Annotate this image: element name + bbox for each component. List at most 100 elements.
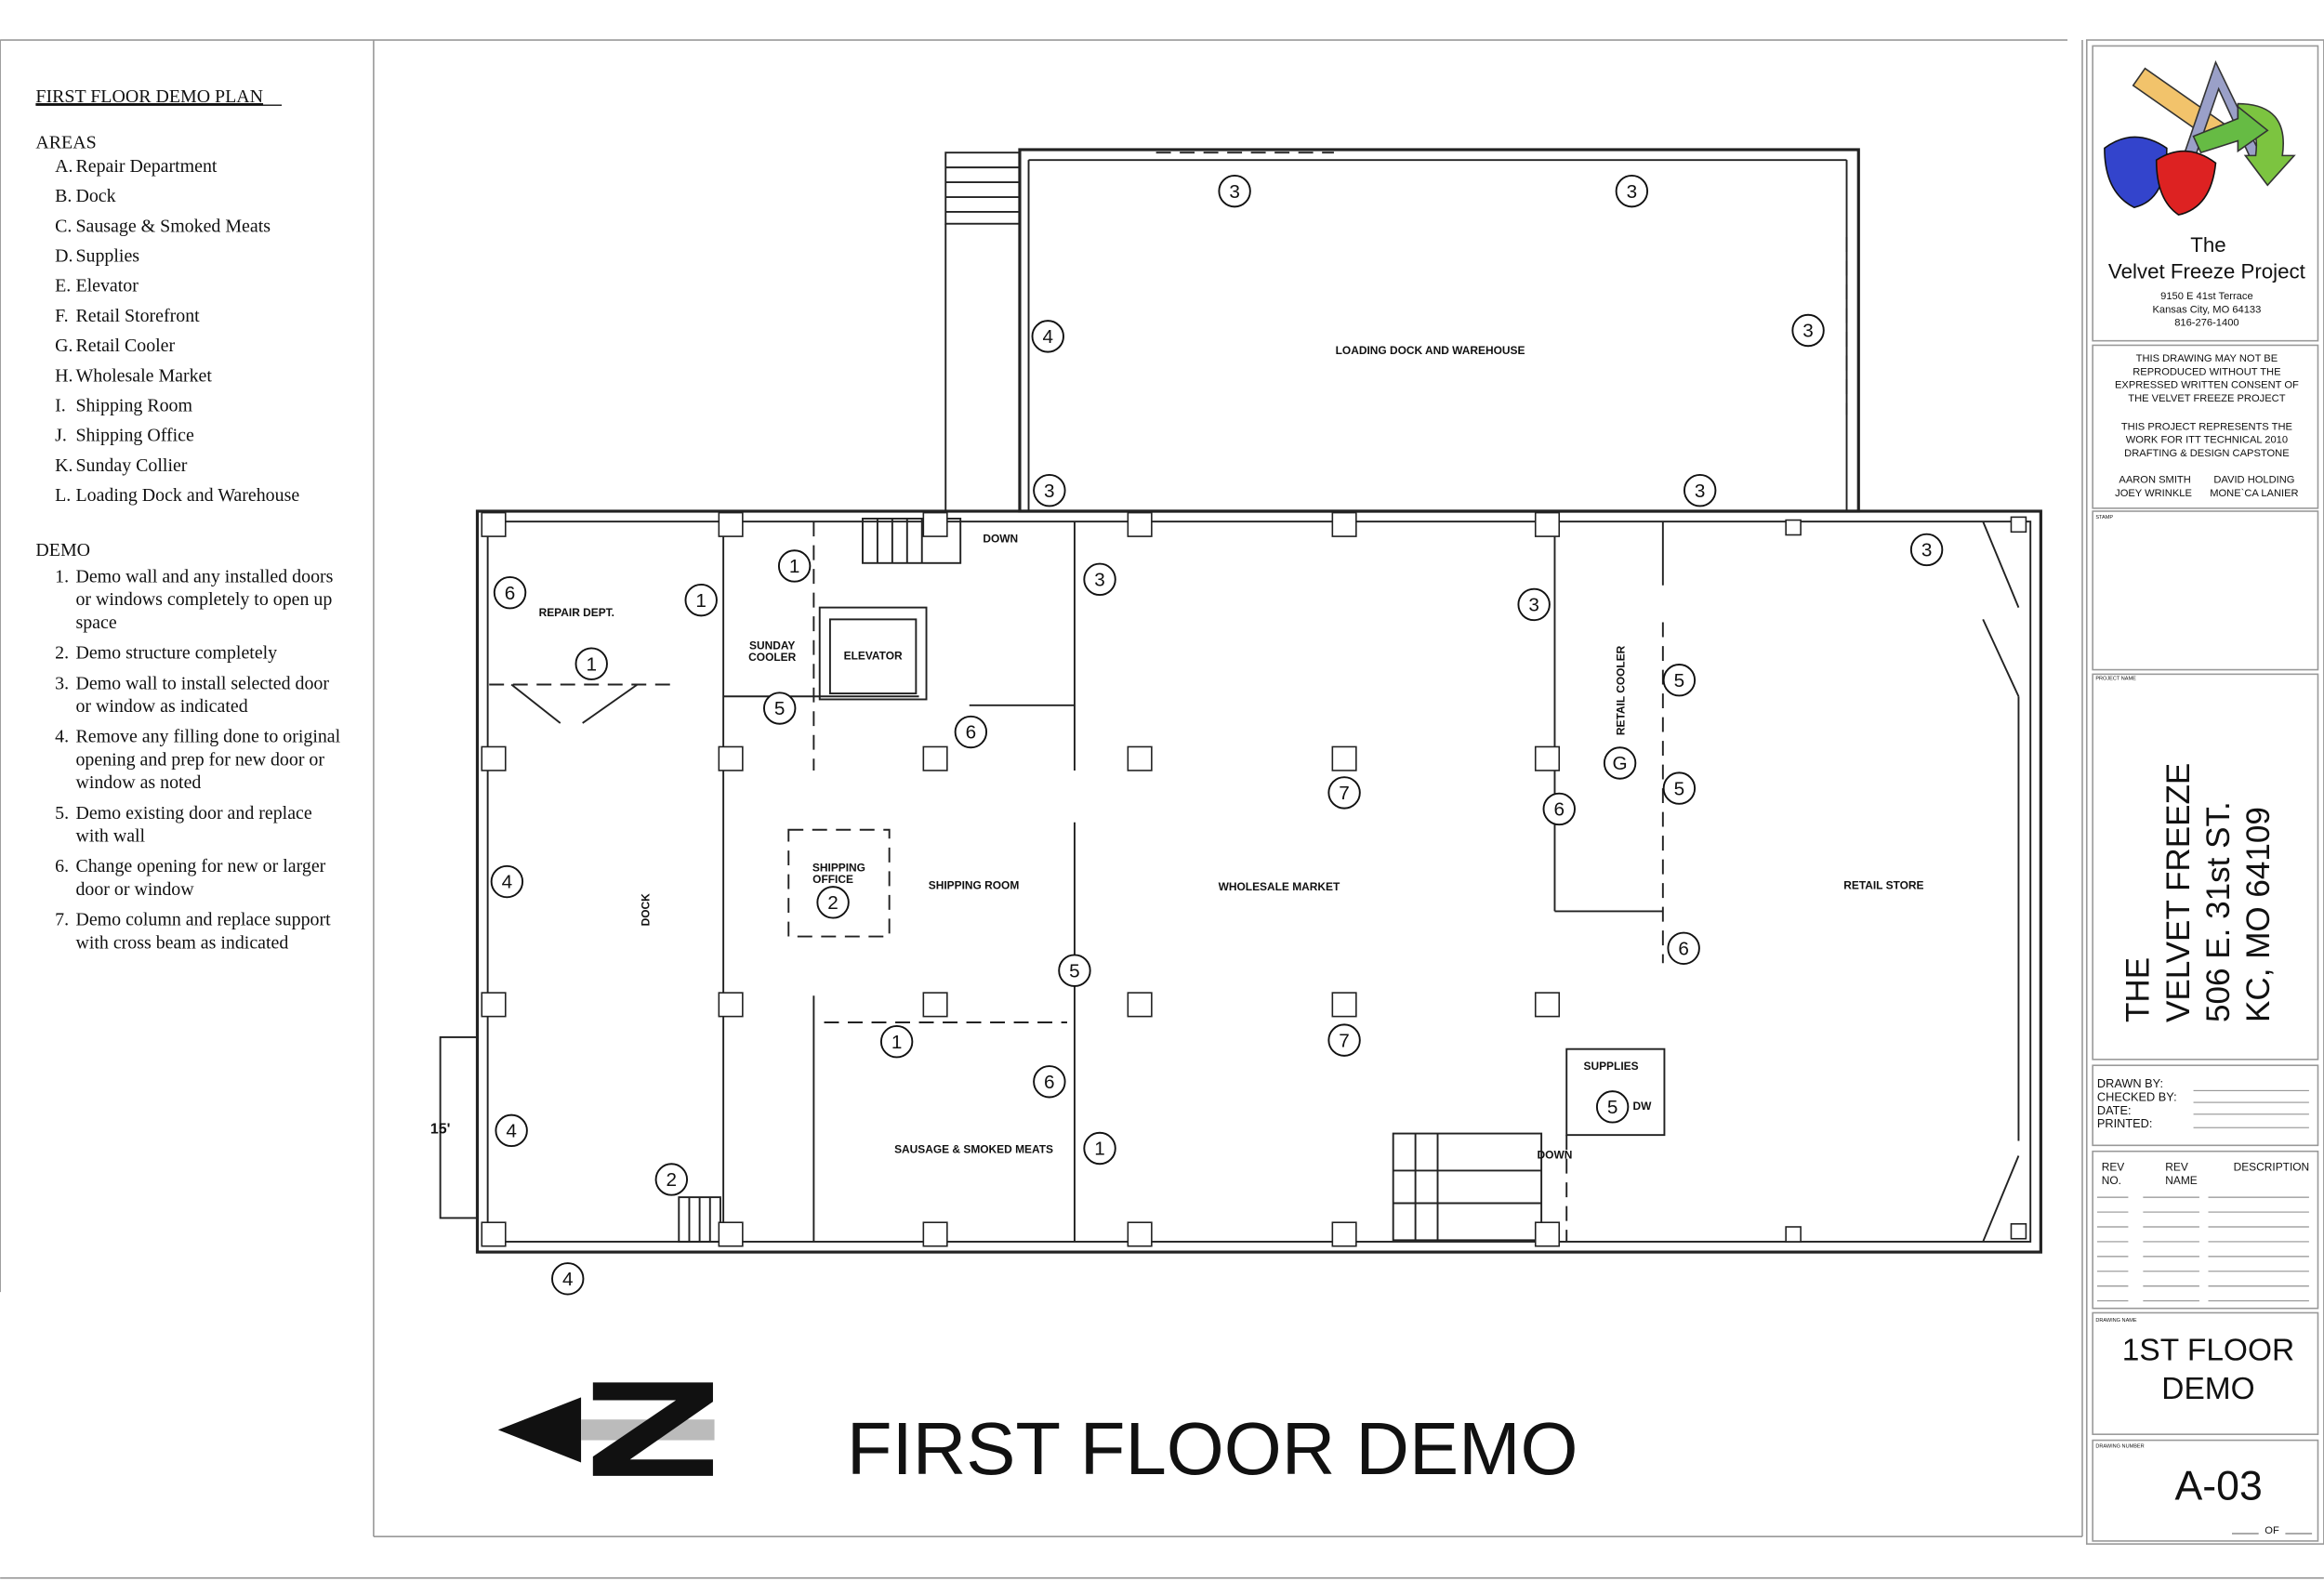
demo-tag-number: 1 (1094, 1139, 1105, 1160)
demo-tag-number: G (1613, 753, 1628, 774)
demo-tag: 3 (1033, 473, 1066, 507)
demo-tag-number: 3 (1528, 595, 1539, 616)
column (922, 745, 948, 771)
project-name-line: VELVET FREEZE (2160, 763, 2197, 1022)
column (2010, 516, 2027, 534)
column (481, 992, 507, 1018)
demo-key: 5. (55, 803, 69, 823)
demo-tag-number: 6 (966, 722, 977, 744)
demo-note-line: space (75, 613, 116, 633)
area-label: Shipping Office (75, 426, 194, 446)
dimension-label: 15' (430, 1122, 451, 1138)
column (1534, 511, 1561, 537)
areas-heading: AREAS (35, 132, 96, 152)
area-label: Retail Cooler (75, 336, 175, 356)
column (922, 1221, 948, 1247)
shipping-office-walls (787, 828, 891, 938)
room-label-supplies: SUPPLIES (1584, 1060, 1639, 1073)
demo-note-line: door or window (75, 879, 194, 900)
phone: 816-276-1400 (2174, 318, 2238, 329)
demo-tag: 2 (654, 1163, 689, 1196)
building-walls (475, 509, 2042, 1254)
demo-tag-number: 1 (695, 590, 706, 612)
demo-tag: 4 (495, 1113, 528, 1148)
area-label: Retail Storefront (75, 306, 200, 326)
area-key: L. (55, 485, 71, 506)
demo-note-line: with wall (75, 825, 145, 846)
demo-key: 4. (55, 727, 69, 747)
demo-tag-number: 3 (1627, 181, 1638, 203)
area-key: C. (55, 216, 72, 236)
copyright-notice-line: REPRODUCED WITHOUT THE (2133, 366, 2280, 377)
sheet-of-label: OF (2265, 1525, 2279, 1536)
demo-tag: 1 (879, 1025, 914, 1059)
demo-key: 7. (55, 910, 69, 930)
area-key: E. (55, 276, 71, 296)
area-key: K. (55, 455, 73, 476)
team-member: DAVID HOLDING (2213, 475, 2294, 486)
team-member: MONE`CA LANIER (2210, 488, 2298, 499)
area-label: Sausage & Smoked Meats (75, 216, 271, 236)
room-label-retail-store: RETAIL STORE (1843, 879, 1923, 892)
demo-tag: 4 (490, 864, 524, 899)
interior-stairs (678, 518, 1543, 1243)
legend-title: FIRST FLOOR DEMO PLAN (35, 86, 263, 107)
demo-note-line: Demo existing door and replace (75, 803, 311, 823)
room-label-dock: DOCK (639, 893, 652, 927)
column (718, 1221, 744, 1247)
demo-key: 2. (55, 643, 69, 664)
demo-tag: 5 (1058, 954, 1091, 987)
demo-tag-number: 7 (1339, 1030, 1350, 1051)
rev-no-header-2: NO. (2102, 1174, 2121, 1187)
demo-tag: G (1603, 746, 1637, 780)
demo-tag: 3 (1218, 174, 1251, 208)
column (1534, 745, 1561, 771)
demo-tag-number: 3 (1044, 481, 1055, 502)
project-name-label: PROJECT NAME (2095, 677, 2136, 682)
room-label-repair: REPAIR DEPT. (539, 606, 614, 619)
demo-tag: 6 (954, 715, 988, 749)
demo-tag: 3 (1791, 313, 1825, 348)
columns (481, 511, 2027, 1247)
column (2010, 1223, 2027, 1240)
demo-tag-number: 6 (505, 583, 516, 604)
column (1127, 745, 1153, 771)
demo-tag: 3 (1615, 174, 1649, 208)
area-key: I. (55, 396, 66, 416)
copyright-notice-line: THIS DRAWING MAY NOT BE (2136, 353, 2278, 364)
demo-note-line: Remove any filling done to original (75, 727, 340, 747)
description-header: DESCRIPTION (2234, 1160, 2310, 1173)
column (481, 1221, 507, 1247)
demo-tag-number: 1 (789, 556, 800, 577)
drawing-title: FIRST FLOOR DEMO (847, 1407, 1578, 1490)
demo-tag: 5 (1662, 664, 1697, 697)
area-label: Wholesale Market (75, 365, 212, 386)
demo-key: 3. (55, 673, 69, 693)
demo-tag-number: 3 (1695, 481, 1706, 502)
rev-no-header: REV (2102, 1160, 2125, 1173)
column (718, 992, 744, 1018)
column (481, 511, 507, 537)
room-label-sunday-cooler: SUNDAY (749, 639, 795, 652)
stamp-label: STAMP (2095, 515, 2113, 520)
area-key: D. (55, 246, 73, 267)
column (718, 745, 744, 771)
demo-tag-number: 5 (1674, 778, 1685, 799)
drawing-name-2: DEMO (2161, 1372, 2254, 1406)
demo-tag-number: 1 (891, 1032, 903, 1053)
address-line2: Kansas City, MO 64133 (2152, 304, 2261, 315)
column (922, 992, 948, 1018)
checked-by-label: CHECKED BY: (2097, 1089, 2177, 1103)
capstone-note-line: DRAFTING & DESIGN CAPSTONE (2124, 448, 2289, 459)
project-name-line: THE (2120, 957, 2157, 1022)
demo-tag-number: 6 (1044, 1072, 1055, 1093)
column (1331, 1221, 1357, 1247)
area-label: Repair Department (75, 156, 217, 177)
area-label: Supplies (75, 246, 139, 267)
demo-tag: 3 (1517, 587, 1551, 622)
demo-tag: 2 (816, 886, 850, 919)
column (1331, 511, 1357, 537)
demo-tag: 6 (1542, 792, 1576, 826)
